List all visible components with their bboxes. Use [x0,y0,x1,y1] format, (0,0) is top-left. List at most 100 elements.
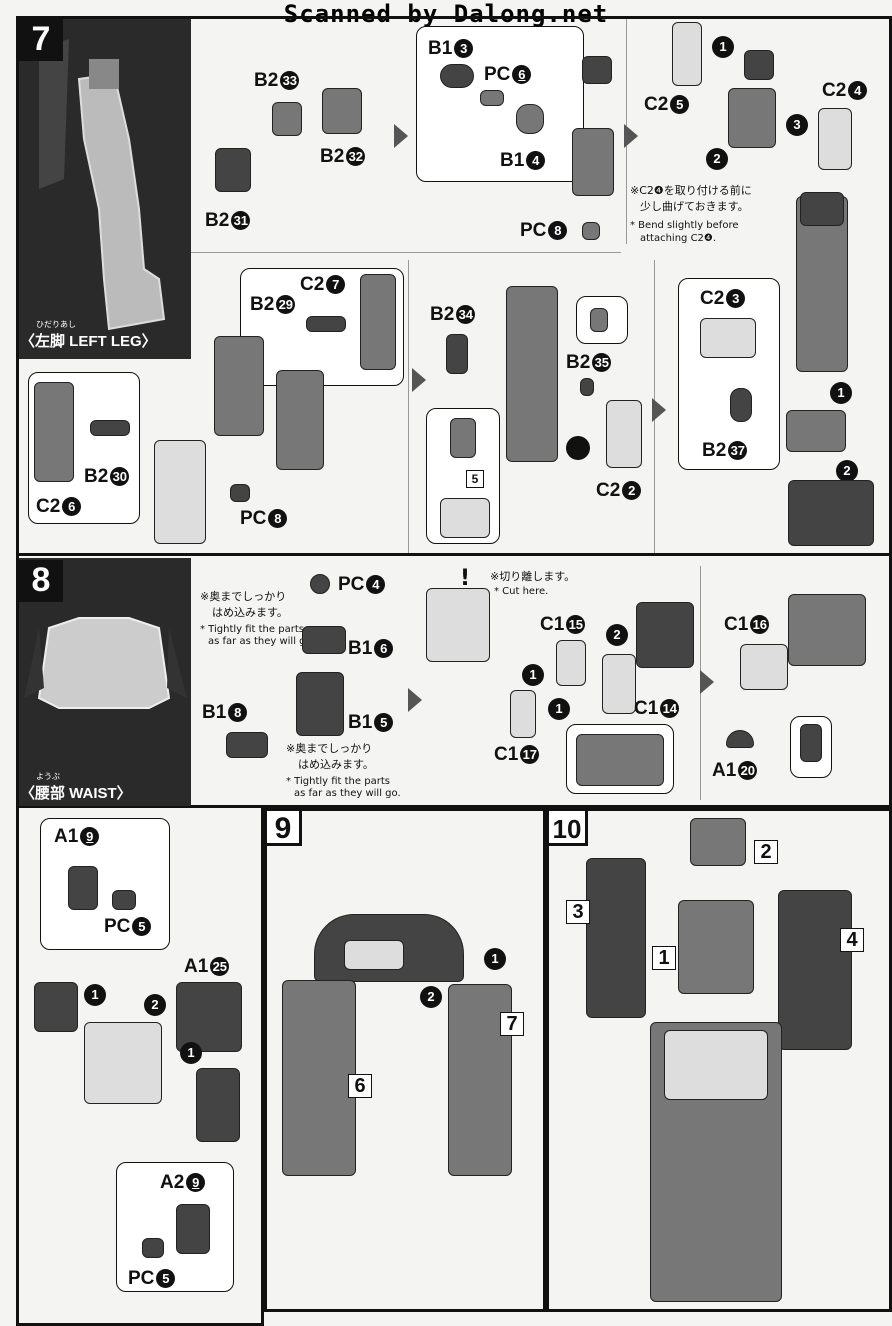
step10-panel [546,808,892,1312]
leg-number-box: 6 [348,1074,372,1098]
next-arrow-icon [412,368,426,392]
part-thigh-back [276,370,324,470]
part-side-armor-left [34,982,78,1032]
step10-number: 10 [546,808,588,846]
part-leg-upper [728,88,776,148]
order-badge: 2 [420,986,442,1008]
step8-note2-en1: * Tightly fit the parts [286,776,390,787]
order-badge: 1 [712,36,734,58]
part-c2-5 [672,22,702,86]
sticker-number-box: 5 [466,470,484,488]
warning-icon: ! [460,566,471,591]
order-badge: 1 [84,984,106,1006]
step7-photo [19,19,191,359]
next-arrow-icon [652,398,666,422]
part-pc6 [480,90,504,106]
part-b1-5 [296,672,344,736]
part-lower-skirt [664,1030,768,1100]
part-foot-sole [788,480,874,546]
leg-number-box: 7 [500,1012,524,1036]
step8-note1-en2: as far as they will go. [208,636,315,647]
part-b2-33 [272,102,302,136]
part-number-box: 4 [840,928,864,952]
part-joint [582,56,612,84]
part-b1-3 [440,64,474,88]
part-leg-cap [800,192,844,226]
order-badge: 2 [706,148,728,170]
divider [408,260,409,553]
part-pc4 [310,574,330,594]
step8-note1-jp1: ※奥までしっかり [200,590,287,603]
part-b1-8 [226,732,268,758]
part-thigh-front [154,440,206,544]
step7-note-jp2: 少し曲げておきます。 [640,200,749,213]
step7-subbox-c2-3 [678,278,780,470]
sticker-mark-icon [566,436,590,460]
part-pc5b [142,1238,164,1258]
part-c1-14 [602,654,636,714]
part-right-arm [586,858,646,1018]
part-waist-center [344,940,404,970]
part-c1-17 [510,690,536,738]
part-b2-31 [215,148,251,192]
part-c1-16 [740,644,788,690]
part-torso [678,900,754,994]
part-c1-14-back [636,602,694,668]
order-badge: 2 [144,994,166,1016]
next-arrow-icon [408,688,422,712]
part-waist-side [788,594,866,666]
part-c1-15 [556,640,586,686]
step8-caption-ruby: ようぶ [36,772,60,781]
step7-note-jp1: ※C2❹を取り付ける前に [630,184,752,197]
part-b1-4 [516,104,544,134]
part-c2-3 [700,318,756,358]
part-number-box: 3 [566,900,590,924]
next-arrow-icon [700,670,714,694]
step7-caption: 〈左脚 LEFT LEG〉 [20,333,157,350]
step8-note2-jp1: ※奥までしっかり [286,742,373,755]
part-c2-6 [34,382,74,482]
subbox-a2-9 [116,1162,234,1292]
step8-cut-en: * Cut here. [494,586,549,597]
part-detail [590,308,608,332]
part-knee-assembly [572,128,614,196]
part-pc5 [112,890,136,910]
step8-note1-jp2: はめ込みます。 [212,606,288,619]
waist-photo-illustration [24,617,187,709]
order-badge: 2 [606,624,628,646]
part-pc8 [582,222,600,240]
watermark-text: Scanned by Dalong.net [283,0,609,28]
order-badge: 1 [484,948,506,970]
step7-caption-ruby: ひだりあし [36,320,76,329]
step7-number: 7 [19,19,63,61]
part-cut-detail [426,588,490,662]
part-number-box: 1 [652,946,676,970]
order-badge: 1 [830,382,852,404]
part-left-arm [778,890,852,1050]
part-right-leg [282,980,356,1176]
next-arrow-icon [394,124,408,148]
step7-note-en1: * Bend slightly before [630,220,739,231]
